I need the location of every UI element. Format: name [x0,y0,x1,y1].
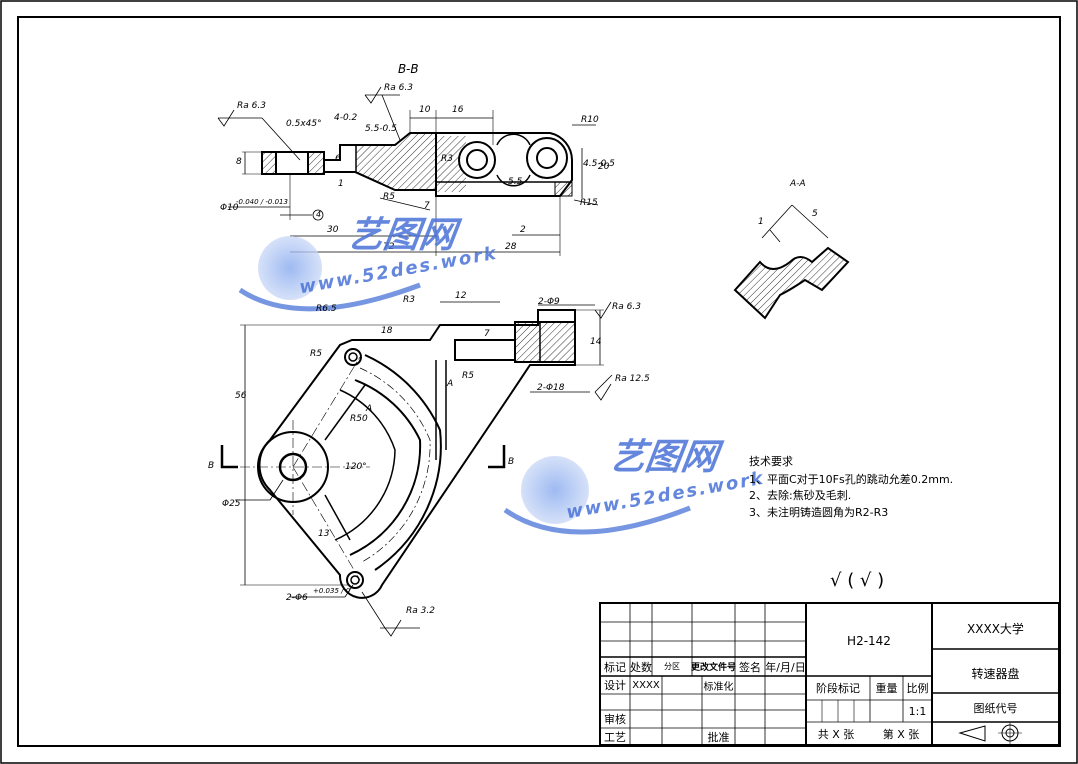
dim-1: 1 [338,179,344,189]
sheet-number: 第 X 张 [882,727,920,741]
watermark-logo-2 [503,456,691,535]
dim-r50: R50 [350,414,368,424]
dim-13: 13 [318,529,330,539]
notes-title: 技术要求 [749,455,793,468]
dim-72: 72 [383,242,395,252]
dim-2-phi18: 2-Φ18 [537,383,565,393]
dim-2-phi9: 2-Φ9 [538,297,560,307]
title-block [599,602,1060,746]
dim-56: 56 [235,391,247,401]
header-mark: 标记 [604,660,626,674]
roughness-label-top: Ra 6.3 [384,83,413,93]
main-view [220,301,613,637]
dim-4-tol: 4-0.2 [334,113,358,123]
section-mark-a-2: A [366,404,373,414]
section-bb-view [217,86,599,256]
inner-border [17,16,1061,747]
dim-circled-4: 4 [316,210,322,219]
section-aa-view [733,204,850,320]
section-bb-label: B-B [398,62,419,76]
dim-r5-main: R5 [310,349,322,359]
view-mark-b-left: B [208,461,215,471]
design-label: 设计 [604,679,626,692]
general-roughness-symbol: √ ( √ ) [830,570,885,591]
weight-label: 重量 [875,682,898,695]
dim-14: 14 [590,337,602,347]
process-label: 工艺 [604,730,626,744]
header-count: 处数 [630,660,652,674]
standardize-label: 标准化 [703,681,734,693]
header-zone: 分区 [664,662,680,671]
roughness-label-3-2: Ra 3.2 [406,606,435,616]
watermark-logo-1 [238,236,421,312]
notes-item-1: 1、平面C对于10Fs孔的跳动允差0.2mm. [749,473,954,486]
dim-5-5-tol: 5.5-0.5 [365,124,397,134]
roughness-label-12-5: Ra 12.5 [615,374,650,384]
dim-aa-5: 5 [812,209,818,219]
dim-phi25: Φ25 [222,499,241,509]
section-aa-label: A-A [790,179,806,189]
dim-10: 10 [419,105,431,115]
dim-2: 2 [520,225,526,235]
dim-7: 7 [424,201,430,211]
roughness-label-right: Ra 6.3 [612,302,641,312]
part-name: 转速器盘 [971,666,1020,681]
stage-mark-label: 阶段标记 [816,682,860,695]
sheets-total: 共 X 张 [817,727,855,741]
dim-18: 18 [381,326,393,336]
dim-r5-right: R5 [462,371,474,381]
roughness-label-left: Ra 6.3 [237,101,266,111]
dim-phi6-tol: +0.035 / 0 [313,587,351,595]
dim-12: 12 [455,291,467,301]
dim-r10: R10 [581,115,599,125]
dim-16: 16 [452,105,464,115]
dim-8: 8 [236,157,242,167]
section-mark-a: A [447,379,454,389]
dim-aa-1: 1 [758,217,764,227]
drawing-code: 图纸代号 [973,702,1018,715]
dim-2-phi6: 2-Φ6 [286,593,308,603]
review-label: 审核 [604,713,626,726]
dim-angle-120: 120° [345,462,367,472]
drawing-number: H2-142 [847,634,891,648]
notes-item-2: 2、去除:焦砂及毛刺. [749,489,852,502]
dim-r15: R15 [580,198,598,208]
dim-phi10-tol: -0.040 / -0.013 [236,198,288,206]
dim-r6-5: R6.5 [316,304,337,314]
watermark-brand-2: 艺图网 [606,437,721,478]
dim-7-main: 7 [484,329,490,339]
scale-label: 比例 [906,682,929,695]
dim-r3: R3 [441,154,453,164]
dim-r3-main: R3 [403,295,415,305]
dim-4-5-tol: 4.5-0.5 [583,159,615,169]
dim-6: 6 [335,154,341,164]
watermark-brand-1: 艺图网 [344,215,459,256]
dim-28: 28 [505,242,517,252]
notes-item-3: 3、未注明铸造圆角为R2-R3 [749,506,889,519]
approve-label: 批准 [707,730,730,744]
dim-phi10: Φ10 [220,203,239,213]
dim-chamfer: 0.5x45° [286,119,322,129]
scale-value: 1:1 [908,704,927,718]
dim-5-5: 5.5 [508,177,523,187]
dim-r5: R5 [383,192,395,202]
dim-20: 20 [598,162,610,172]
header-sign: 签名 [739,660,761,674]
header-date: 年/月/日 [765,660,806,674]
dim-30: 30 [327,225,339,235]
design-value: XXXX [632,679,660,691]
view-mark-b-right: B [508,457,515,467]
header-change-doc: 更改文件号 [691,663,737,673]
school-name: XXXX大学 [967,621,1024,636]
